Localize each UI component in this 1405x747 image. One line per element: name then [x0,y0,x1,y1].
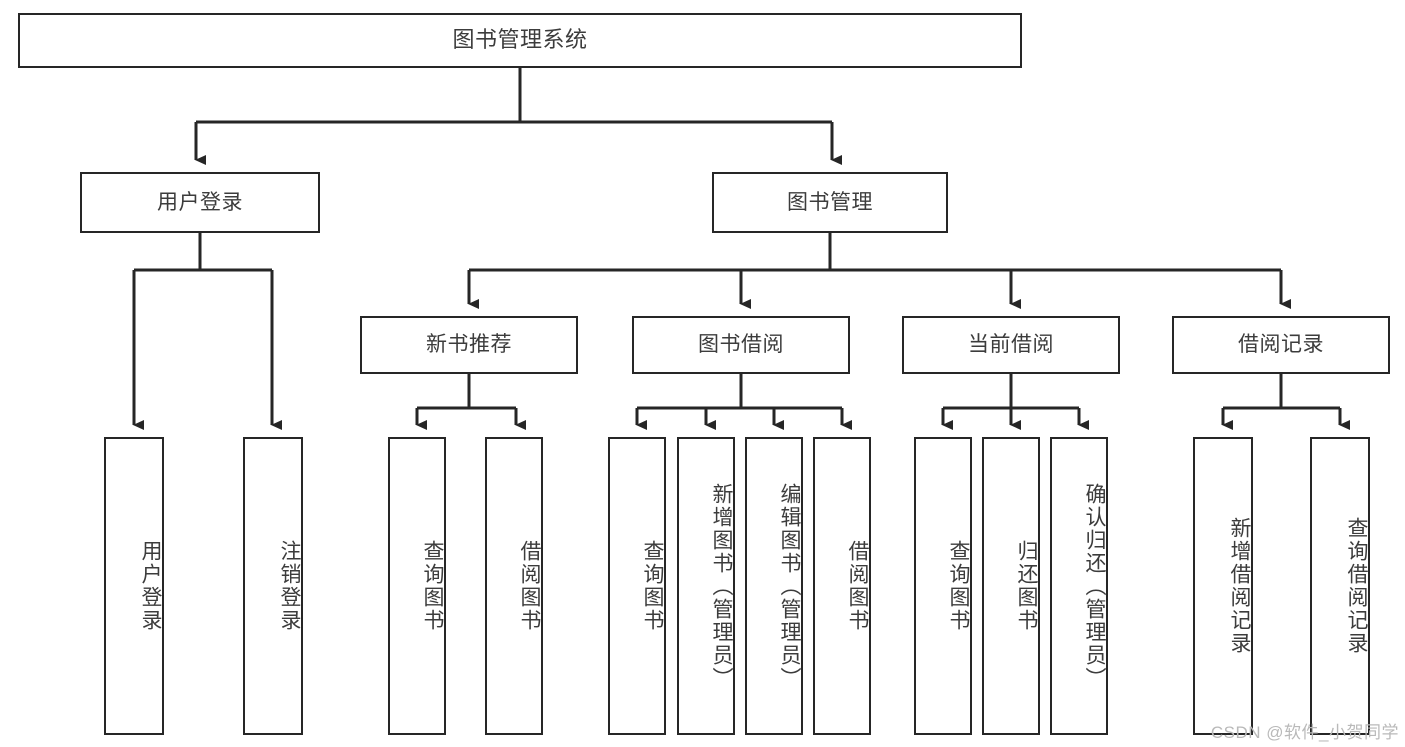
node-user-login-label: 用户登录 [157,190,243,214]
node-user-login[interactable]: 用户登录 [80,172,320,233]
node-root[interactable]: 图书管理系统 [18,13,1022,68]
node-leaf-label: 注销登录 [278,540,301,632]
node-leaf-query-book-current[interactable]: 查询图书 [914,437,972,735]
node-current-borrow[interactable]: 当前借阅 [902,316,1120,374]
node-leaf-query-book-recommend[interactable]: 查询图书 [388,437,446,735]
node-leaf-confirm-return-admin[interactable]: 确认归还（管理员） [1050,437,1108,735]
node-leaf-label: 用户登录 [139,540,162,632]
node-leaf-add-book-admin[interactable]: 新增图书（管理员） [677,437,735,735]
node-leaf-label: 归还图书 [1015,540,1038,632]
node-leaf-label: 编辑图书（管理员） [778,482,801,690]
node-root-label: 图书管理系统 [452,27,588,53]
node-borrow-record-label: 借阅记录 [1238,333,1324,357]
node-book-borrow[interactable]: 图书借阅 [632,316,850,374]
node-book-borrow-label: 图书借阅 [698,333,784,357]
node-current-borrow-label: 当前借阅 [968,333,1054,357]
node-leaf-query-book-borrow[interactable]: 查询图书 [608,437,666,735]
node-leaf-label: 新增图书（管理员） [710,482,733,690]
node-leaf-return-book[interactable]: 归还图书 [982,437,1040,735]
node-leaf-edit-book-admin[interactable]: 编辑图书（管理员） [745,437,803,735]
node-leaf-label: 借阅图书 [518,540,541,632]
node-leaf-label: 借阅图书 [846,540,869,632]
node-leaf-label: 新增借阅记录 [1228,517,1251,655]
node-leaf-label: 查询借阅记录 [1345,517,1368,655]
node-leaf-borrow-book-recommend[interactable]: 借阅图书 [485,437,543,735]
node-new-book-recommend[interactable]: 新书推荐 [360,316,578,374]
node-leaf-query-borrow-record[interactable]: 查询借阅记录 [1310,437,1370,735]
node-leaf-logout[interactable]: 注销登录 [243,437,303,735]
node-borrow-record[interactable]: 借阅记录 [1172,316,1390,374]
node-leaf-label: 查询图书 [641,540,664,632]
node-leaf-borrow-book[interactable]: 借阅图书 [813,437,871,735]
csdn-watermark: CSDN @软件_小贺同学 [1210,723,1399,742]
node-leaf-label: 查询图书 [421,540,444,632]
node-leaf-label: 确认归还（管理员） [1083,482,1106,690]
node-leaf-add-borrow-record[interactable]: 新增借阅记录 [1193,437,1253,735]
node-book-manage[interactable]: 图书管理 [712,172,948,233]
node-new-book-recommend-label: 新书推荐 [426,333,512,357]
node-leaf-label: 查询图书 [947,540,970,632]
node-book-manage-label: 图书管理 [787,190,873,214]
node-leaf-user-login[interactable]: 用户登录 [104,437,164,735]
